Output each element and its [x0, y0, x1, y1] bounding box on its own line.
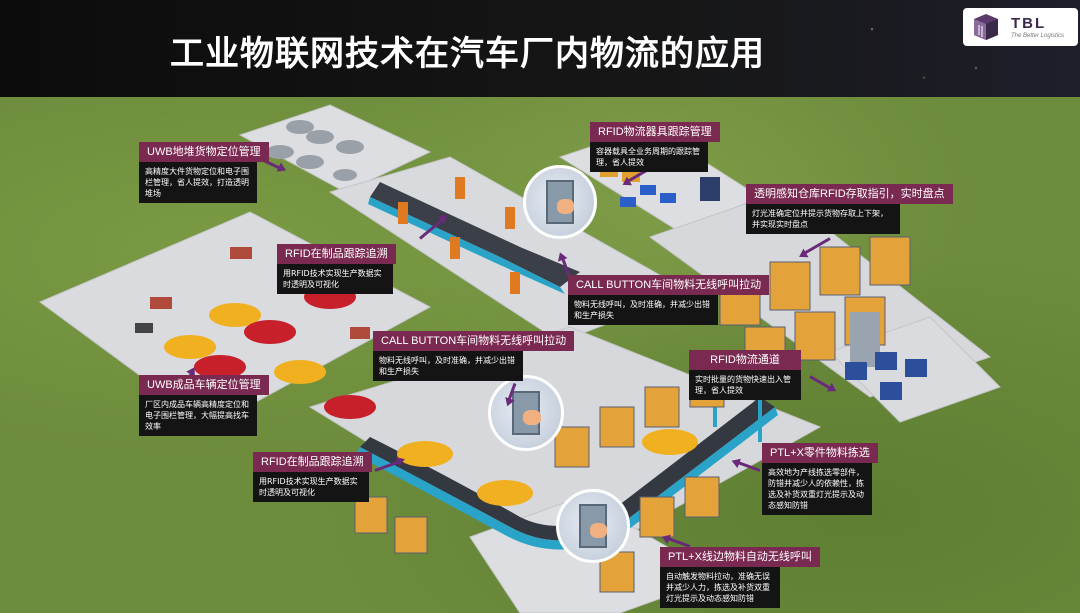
conveyor-upper-blue [368, 197, 565, 294]
main-line-racks [354, 366, 725, 593]
callout-text: 用RFID技术实现生产数据实时透明及可视化 [253, 472, 369, 502]
callout-title: CALL BUTTON车间物料无线呼叫拉动 [373, 331, 575, 351]
callout-text: 物料无线呼叫，及时准确，并减少出错和生产损失 [568, 295, 718, 325]
main-line-vehicles [397, 429, 698, 506]
callout-text: 厂区内成品车辆高精度定位和电子围栏管理，大幅提高找车效率 [139, 395, 257, 436]
callout-title: UWB成品车辆定位管理 [139, 375, 269, 395]
yard-pallets [266, 120, 364, 181]
callout-title: PTL+X线边物料自动无线呼叫 [660, 547, 820, 567]
tbl-logo: TBL The Better Logistics [963, 8, 1078, 46]
callout-text: 高效地为产线拣选零部件，防错并减少人的依赖性，拣选及补货双重灯光提示及动态感知防… [762, 463, 872, 515]
tbl-logo-icon [974, 14, 998, 40]
logo-brand-text: TBL [1011, 15, 1047, 32]
car-yard-vehicles [164, 267, 376, 419]
header-band: 工业物联网技术在汽车厂内物流的应用 TBL The Better Logisti… [0, 0, 1080, 97]
robot-arms-upper [398, 177, 520, 294]
callout-title: PTL+X零件物料拣选 [762, 443, 878, 463]
callout-title: RFID在制品跟踪追溯 [253, 452, 372, 472]
callout-text: 灯光准确定位并提示货物存取上下架，并实现实时盘点 [746, 204, 900, 234]
page-title: 工业物联网技术在汽车厂内物流的应用 [170, 34, 765, 74]
dock-racks [845, 352, 927, 400]
callout-text: 实时批量的货物快速出入管理，省人提效 [689, 370, 801, 400]
callout-title: RFID物流通道 [689, 350, 801, 370]
magnifier-call-button-upper [523, 165, 597, 239]
callout-title: RFID物流器具跟踪管理 [590, 122, 720, 142]
magnifier-call-button-lower [488, 375, 564, 451]
factory-scene: UWB地堆货物定位管理 高精度大件货物定位和电子围栏管理，省人提效，打造透明堆场… [0, 97, 1080, 613]
callout-text: 物料无线呼叫，及时准确，并减少出错和生产损失 [373, 351, 523, 381]
callout-title: 透明感知仓库RFID存取指引，实时盘点 [746, 184, 953, 204]
workstations [135, 247, 370, 339]
callout-title: UWB地堆货物定位管理 [139, 142, 269, 162]
callout-text: 容器载具全业务周期的跟踪管理，省人提效 [590, 142, 708, 172]
callout-title: RFID在制品跟踪追溯 [277, 244, 396, 264]
callout-text: 自动触发物料拉动，准确无误并减少人力，拣选及补货双重灯光提示及动态感知防错 [660, 567, 780, 608]
callout-text: 高精度大件货物定位和电子围栏管理，省人提效，打造透明堆场 [139, 162, 257, 203]
callout-text: 用RFID技术实现生产数据实时透明及可视化 [277, 264, 393, 294]
callout-title: CALL BUTTON车间物料无线呼叫拉动 [568, 275, 770, 295]
magnifier-lineside-call [556, 489, 630, 563]
conveyor-upper [370, 182, 580, 287]
conveyor-main [360, 397, 775, 541]
logo-tagline: The Better Logistics [1011, 33, 1065, 39]
